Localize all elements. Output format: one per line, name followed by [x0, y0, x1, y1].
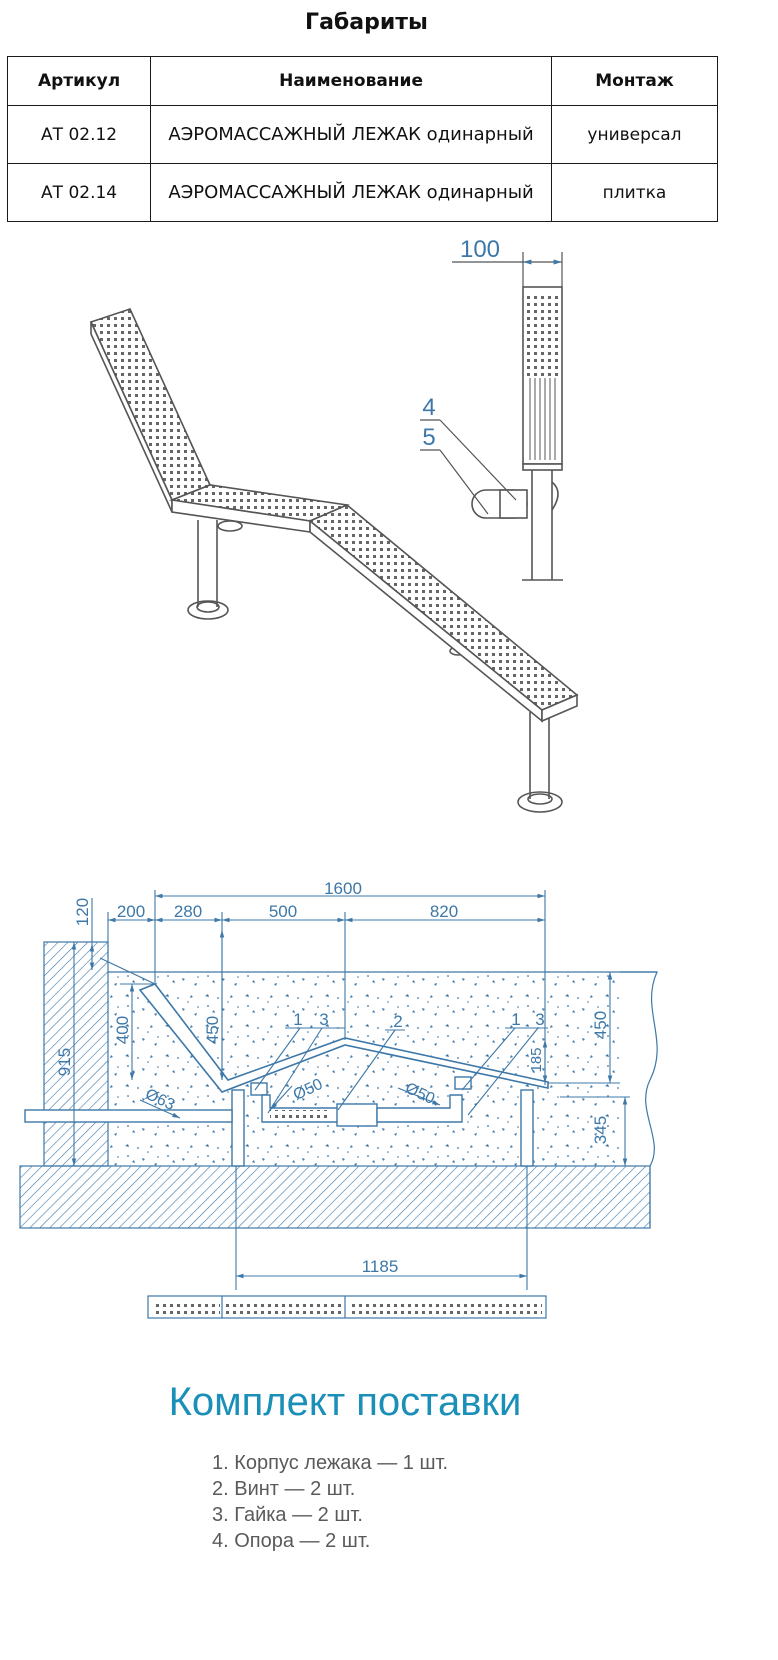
list-item: 2. Винт — 2 шт.: [212, 1478, 356, 1500]
dim-820-label: 820: [430, 902, 458, 921]
lounger-backrest: [89, 308, 212, 513]
dimensions-table: Артикул Наименование Монтаж АТ 02.12 АЭР…: [6, 56, 719, 222]
width-dimension-label: 100: [460, 236, 500, 263]
technical-drawing: 100 4 5: [19, 236, 658, 1319]
cell-name: АЭРОМАССАЖНЫЙ ЛЕЖАК одинарный: [150, 163, 552, 222]
callout-3-right: 3: [535, 1010, 544, 1029]
table-row: АТ 02.14 АЭРОМАССАЖНЫЙ ЛЕЖАК одинарный п…: [6, 163, 719, 222]
list-item: 4. Опора — 2 шт.: [212, 1530, 371, 1552]
air-pipes: [24, 1094, 463, 1127]
dim-400-label: 400: [113, 1016, 132, 1044]
support-leg-left: [187, 520, 243, 620]
dim-185-label: 185: [528, 1047, 545, 1072]
side-view-dimension: [420, 252, 563, 515]
base-slab: [19, 1165, 651, 1229]
callout-4: 4: [422, 394, 435, 421]
header-name: Наименование: [150, 56, 552, 106]
dim-1600-label: 1600: [324, 879, 362, 898]
lounger-legrest: [308, 504, 579, 723]
header-article: Артикул: [6, 56, 152, 106]
delivery-kit-title: Комплект поставки: [168, 1380, 522, 1424]
callout-1-right: 1: [511, 1010, 520, 1029]
table-header-row: Артикул Наименование Монтаж: [6, 56, 719, 106]
callout-5: 5: [422, 424, 435, 451]
lounger-side-view: [471, 286, 563, 581]
dim-500-label: 500: [269, 902, 297, 921]
installation-section: [19, 890, 658, 1319]
cell-article: АТ 02.14: [6, 163, 152, 222]
dim-345-label: 345: [591, 1116, 610, 1144]
dim-450-left-label: 450: [203, 1016, 222, 1044]
list-item: 3. Гайка — 2 шт.: [212, 1504, 363, 1526]
cell-name: АЭРОМАССАЖНЫЙ ЛЕЖАК одинарный: [150, 105, 552, 164]
dim-280-label: 280: [174, 902, 202, 921]
callout-1-left: 1: [293, 1010, 302, 1029]
callout-2: 2: [393, 1012, 402, 1031]
dim-450-right-label: 450: [591, 1011, 610, 1039]
list-item: 1. Корпус лежака — 1 шт.: [212, 1452, 449, 1474]
header-mounting: Монтаж: [550, 56, 719, 106]
callout-3-left: 3: [319, 1010, 328, 1029]
lounger-section-profile: [99, 957, 549, 1093]
pool-wall: [43, 941, 109, 1167]
delivery-kit-list: 1. Корпус лежака — 1 шт. 2. Винт — 2 шт.…: [212, 1450, 448, 1554]
dim-200-label: 200: [117, 902, 145, 921]
dim-1185-label: 1185: [362, 1257, 399, 1276]
table-row: АТ 02.12 АЭРОМАССАЖНЫЙ ЛЕЖАК одинарный у…: [6, 105, 719, 164]
lounger-isometric-view: [89, 308, 579, 813]
cell-mounting: плитка: [550, 163, 719, 222]
plan-view-strip: [147, 1295, 547, 1319]
cell-mounting: универсал: [550, 105, 719, 164]
page-title: Габариты: [305, 10, 428, 35]
dim-120-label: 120: [73, 898, 92, 926]
dim-915-label: 915: [55, 1048, 74, 1076]
